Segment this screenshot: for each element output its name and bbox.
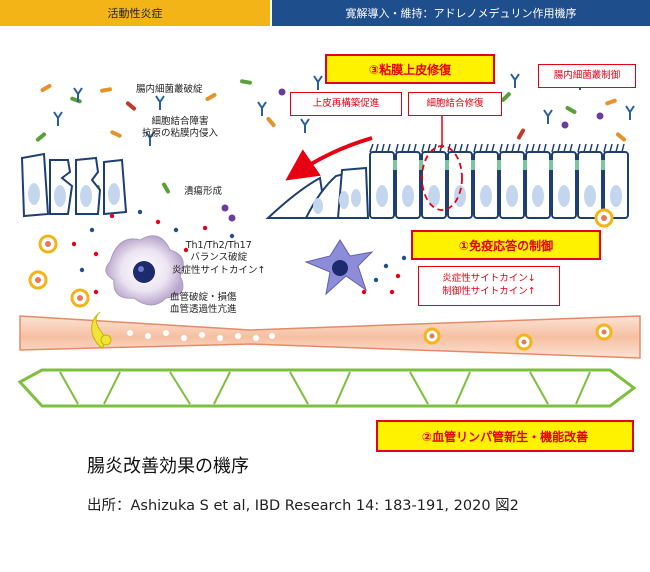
label-th-balance: Th1/Th2/Th17 バランス破綻 炎症性サイトカイン↑ — [172, 240, 265, 277]
label-junction-damage: 細胞結合障害 抗原の粘膜内侵入 — [142, 116, 218, 141]
regenerating-nuclei — [313, 189, 361, 214]
box-immune-control: ①免疫応答の制御 — [411, 230, 601, 260]
antibody-group — [53, 73, 635, 146]
box-epithelial-restoration: 上皮再構築促進 — [290, 92, 402, 116]
label-th-line2: バランス破綻 — [190, 252, 248, 264]
label-th-line1: Th1/Th2/Th17 — [185, 240, 252, 251]
activated-immune-cell — [105, 235, 184, 306]
label-th-line3: 炎症性サイトカイン↑ — [172, 264, 266, 276]
restore-arrow — [285, 136, 373, 181]
dendritic-cell — [304, 239, 374, 296]
restored-epithelium — [369, 143, 629, 219]
label-flora-disruption: 腸内細菌叢破綻 — [136, 84, 203, 95]
header-mechanism: 寛解導入・維持：アドレノメデュリン作用機序 — [272, 0, 650, 26]
blood-vessel — [19, 311, 641, 359]
ring-cells — [28, 208, 614, 308]
box-mucosal-repair: ③粘膜上皮修復 — [325, 54, 495, 84]
label-cytokine-down: 炎症性サイトカイン↓ — [442, 273, 536, 285]
damaged-nuclei — [28, 183, 120, 207]
mechanism-diagram — [17, 73, 641, 408]
box-angiogenesis: ②血管リンパ管新生・機能改善 — [376, 420, 634, 452]
label-vessel-damage: 血管破綻・損傷 血管透過性亢進 — [170, 292, 237, 317]
box-junction-repair: 細胞結合修復 — [408, 92, 502, 116]
lymphatic-vessel — [17, 368, 637, 408]
figure-title: 腸炎改善効果の機序 — [87, 456, 249, 477]
label-cytokine-up: 制御性サイトカイン↑ — [442, 286, 536, 297]
label-vessel-line1: 血管破綻・損傷 — [170, 292, 237, 303]
label-junction-damage-line1: 細胞結合障害 — [151, 116, 209, 127]
label-ulcer: 潰瘍形成 — [184, 186, 223, 197]
label-vessel-line2: 血管透過性亢進 — [170, 304, 237, 316]
box-flora-control: 腸内細菌叢制御 — [538, 64, 636, 88]
header-active-inflammation: 活動性炎症 — [0, 0, 270, 26]
damaged-epithelium — [20, 152, 128, 218]
box-cytokine-change: 炎症性サイトカイン↓ 制御性サイトカイン↑ — [418, 266, 560, 306]
label-junction-damage-line2: 抗原の粘膜内侵入 — [142, 128, 219, 140]
figure-source: 出所：Ashizuka S et al, IBD Research 14: 18… — [87, 498, 519, 514]
